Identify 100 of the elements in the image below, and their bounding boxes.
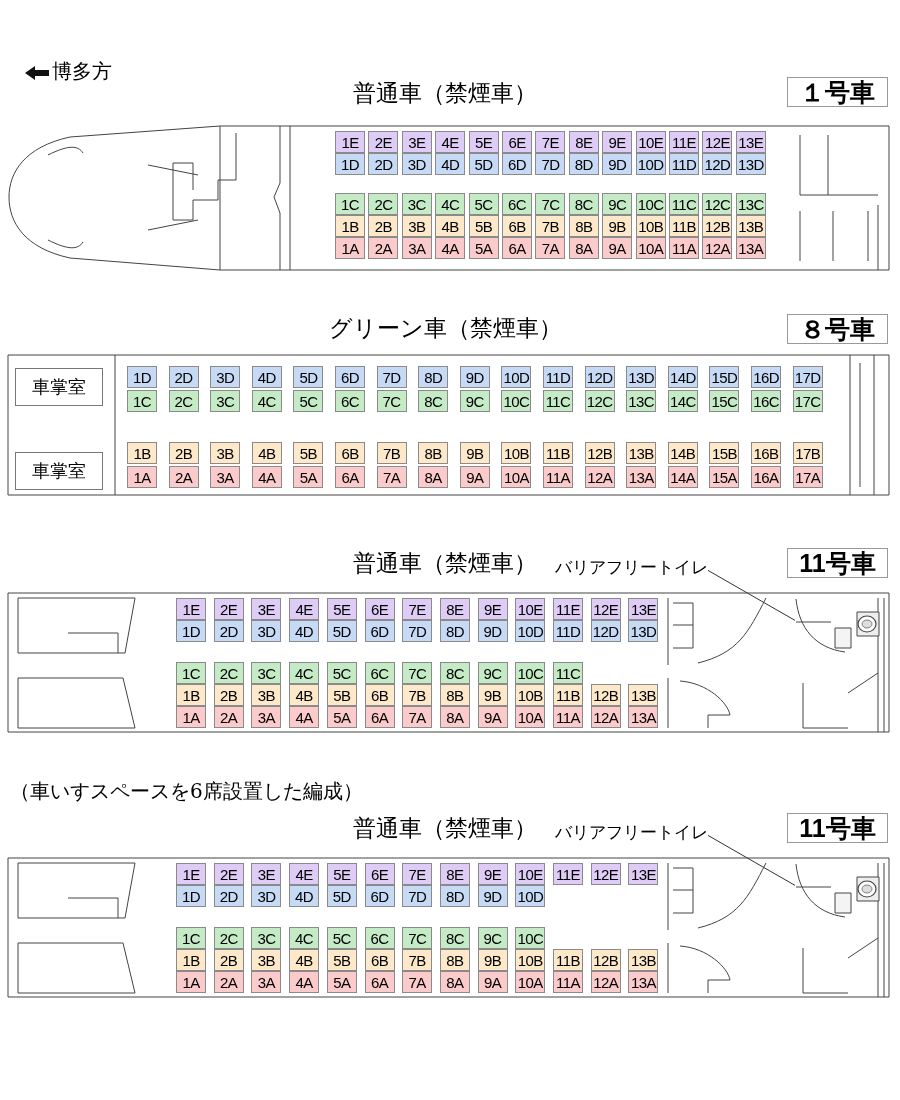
seat-tile: 5A (468, 237, 499, 259)
seat-tile: 3B (251, 949, 282, 971)
seat-tile: 7B (402, 684, 433, 706)
seat-tile: 7B (535, 215, 566, 237)
seat-tile: 10D (635, 153, 666, 175)
seat-tile: 6A (364, 971, 395, 993)
seat-tile: 2C (213, 927, 244, 949)
seat-tile: 9D (477, 885, 508, 907)
seat-tile: 12B (590, 949, 621, 971)
seat-tile: 8C (568, 193, 599, 215)
seat-tile: 4D (251, 366, 282, 388)
seat-tile: 4D (289, 620, 320, 642)
seat-tile: 7C (535, 193, 566, 215)
seat-tile: 10C (635, 193, 666, 215)
seat-tile: 4B (289, 949, 320, 971)
seat-tile: 1B (176, 684, 206, 706)
seat-tile: 9B (602, 215, 633, 237)
seat-tile: 13D (626, 366, 657, 388)
car-heading: 普通車（禁煙車） (353, 79, 537, 108)
seat-tile: 5C (293, 390, 324, 412)
seat-tile: 1B (127, 442, 157, 464)
seat-tile: 3E (251, 863, 282, 885)
seat-tile: 17D (792, 366, 823, 388)
seat-tile: 16C (751, 390, 781, 412)
seat-tile: 13E (628, 598, 659, 620)
seat-tile: 16D (751, 366, 781, 388)
seat-tile: 2E (213, 598, 244, 620)
seat-tile: 5D (326, 620, 357, 642)
seat-tile: 2E (213, 863, 244, 885)
seat-tile: 7A (402, 971, 433, 993)
seat-tile: 16A (751, 466, 781, 488)
car-body (8, 355, 890, 496)
car-number-box: ８号車 (787, 314, 888, 344)
seat-tile: 11C (553, 662, 583, 684)
seat-tile: 1A (335, 237, 365, 259)
seat-tile: 11B (543, 442, 573, 464)
seat-tile: 8E (439, 598, 470, 620)
seat-tile: 5B (326, 684, 357, 706)
seat-tile: 15D (709, 366, 740, 388)
seat-tile: 9E (477, 598, 508, 620)
seat-tile: 12A (702, 237, 733, 259)
seat-tile: 4C (251, 390, 282, 412)
seat-tile: 10B (515, 949, 546, 971)
seat-tile: 9B (477, 949, 508, 971)
seat-tile: 9A (477, 706, 508, 728)
car-heading: グリーン車（禁煙車） (328, 314, 562, 343)
seat-tile: 6C (364, 662, 395, 684)
seat-tile: 6A (335, 466, 365, 488)
seat-tile: 4B (289, 684, 320, 706)
seat-tile: 12A (590, 706, 621, 728)
conductor-room-box: 車掌室 (15, 452, 103, 490)
seat-tile: 10E (635, 131, 666, 153)
seat-tile: 3D (251, 885, 282, 907)
seat-tile: 7C (376, 390, 407, 412)
seat-tile: 13D (628, 620, 659, 642)
seat-tile: 11C (669, 193, 699, 215)
seat-tile: 9B (459, 442, 490, 464)
seat-tile: 2B (368, 215, 399, 237)
seat-tile: 11E (553, 863, 583, 885)
seat-tile: 3D (401, 153, 432, 175)
seat-tile: 11E (669, 131, 699, 153)
seat-tile: 3C (401, 193, 432, 215)
caption-text: （車いすスペースを6席設置した編成） (10, 780, 363, 802)
seat-tile: 3E (251, 598, 282, 620)
seat-tile: 11D (669, 153, 699, 175)
seat-tile: 1D (176, 885, 206, 907)
seat-tile: 7C (402, 927, 433, 949)
conductor-room-box: 車掌室 (15, 368, 103, 406)
seat-tile: 6C (364, 927, 395, 949)
car-body (8, 858, 890, 998)
seat-tile: 2B (213, 684, 244, 706)
seat-tile: 3D (251, 620, 282, 642)
seat-tile: 1E (335, 131, 365, 153)
seat-tile: 8B (418, 442, 449, 464)
seat-tile: 3E (401, 131, 432, 153)
seat-tile: 8C (439, 927, 470, 949)
seat-tile: 7E (535, 131, 566, 153)
seat-tile: 1A (127, 466, 157, 488)
seat-tile: 6B (364, 684, 395, 706)
seat-tile: 5D (293, 366, 324, 388)
seat-tile: 8A (568, 237, 599, 259)
seat-tile: 5B (326, 949, 357, 971)
seat-tile: 17B (792, 442, 823, 464)
seat-tile: 5D (468, 153, 499, 175)
seat-tile: 4A (289, 706, 320, 728)
seat-tile: 2D (213, 885, 244, 907)
seat-tile: 10B (515, 684, 546, 706)
seat-tile: 3C (210, 390, 241, 412)
seat-tile: 2C (213, 662, 244, 684)
seat-tile: 15B (709, 442, 740, 464)
seat-tile: 11C (543, 390, 573, 412)
car-number-box: １号車 (787, 77, 888, 107)
toilet-drawing (795, 598, 881, 654)
seat-tile: 1E (176, 863, 206, 885)
seat-tile: 2A (213, 971, 244, 993)
seat-tile: 1C (176, 927, 206, 949)
seat-tile: 17C (792, 390, 823, 412)
seat-tile: 12B (702, 215, 733, 237)
seat-tile: 1B (335, 215, 365, 237)
seat-tile: 6D (364, 885, 395, 907)
